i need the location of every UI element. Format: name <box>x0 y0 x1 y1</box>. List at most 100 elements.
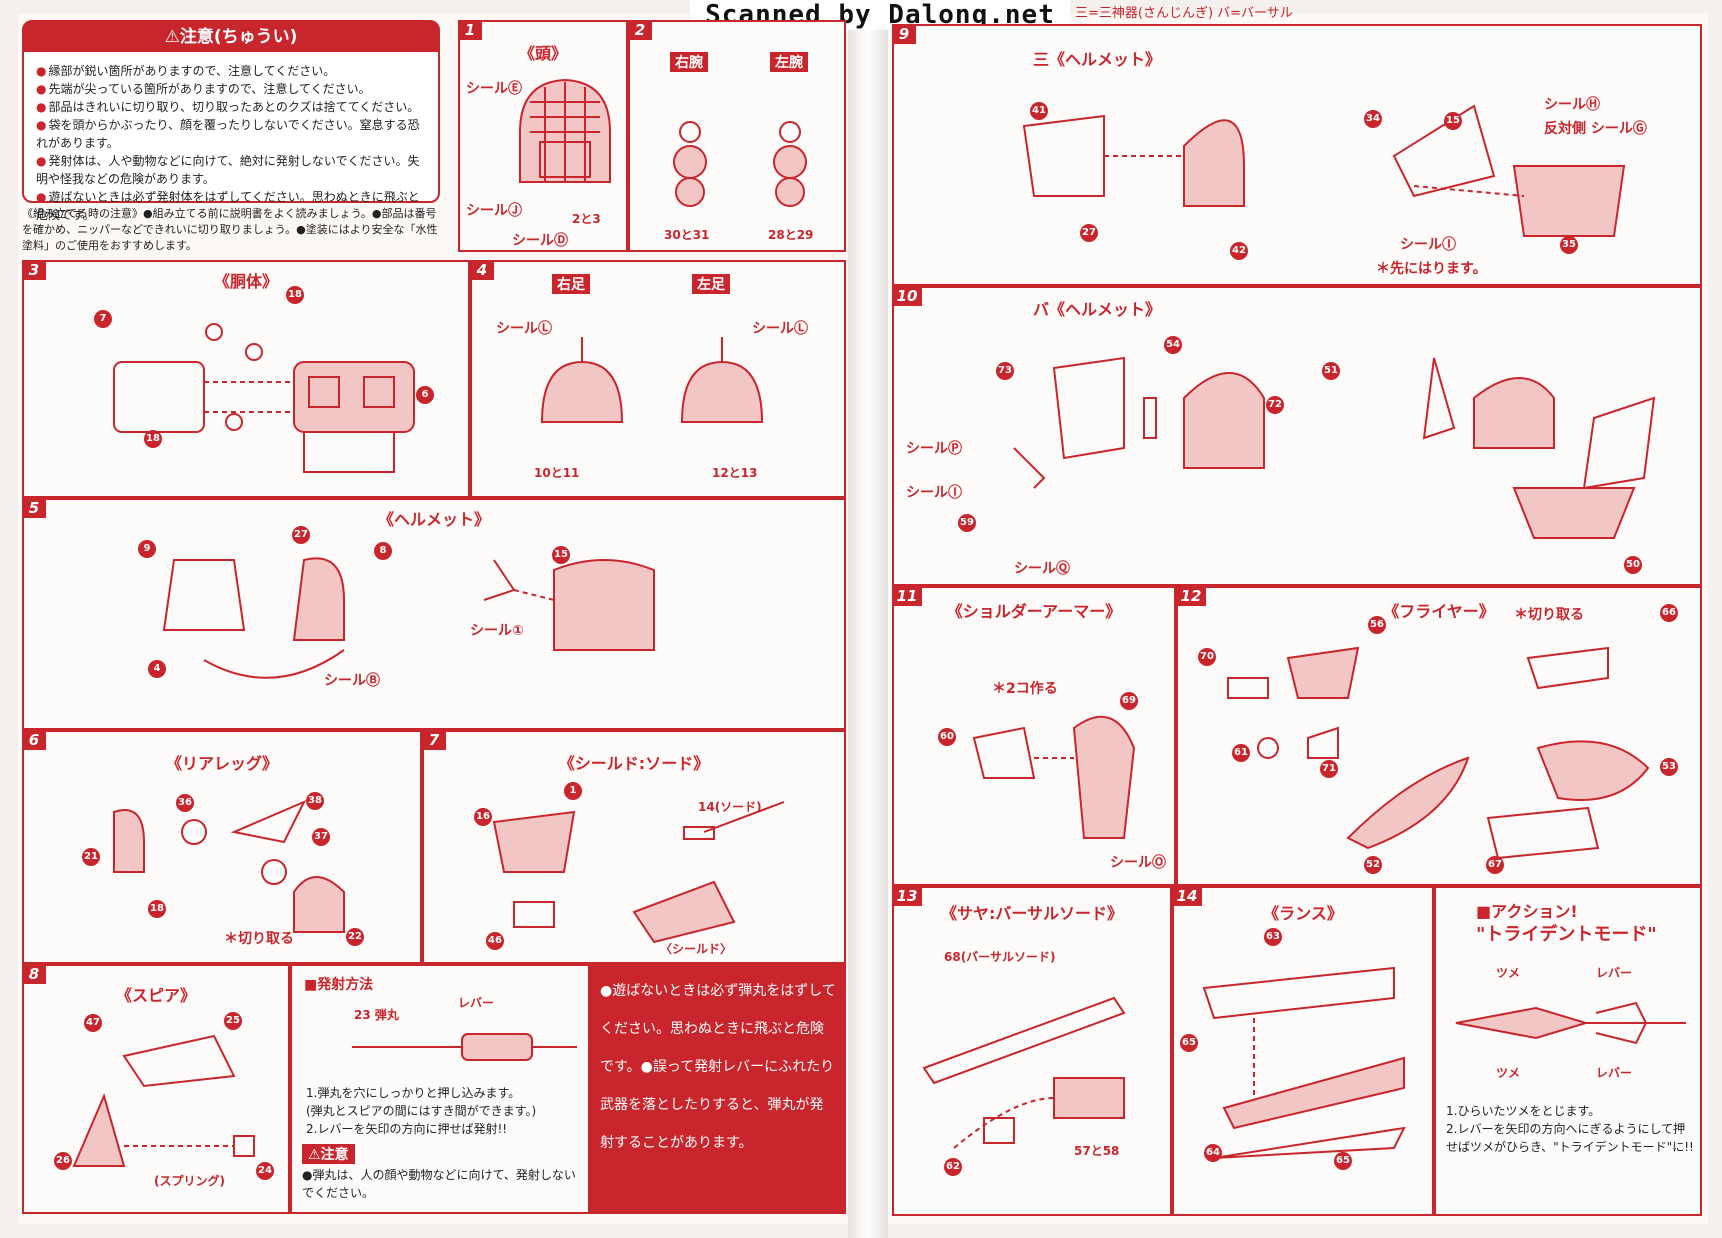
lever-label: レバー <box>1596 966 1633 980</box>
part-36: 36 <box>176 794 194 812</box>
part-27: 27 <box>1080 224 1098 242</box>
left-arm-label: 左腕 <box>770 52 814 72</box>
action-title: ■アクション! <box>1476 902 1578 921</box>
step-number: 3 <box>22 260 46 280</box>
part-18: 18 <box>286 286 304 304</box>
part-62: 62 <box>944 1158 962 1176</box>
step-title: バ《ヘルメット》 <box>1032 300 1161 319</box>
step-3-panel: 3 《胴体》 7 18 18 6 <box>22 260 470 498</box>
part-73: 73 <box>996 362 1014 380</box>
part-15: 15 <box>552 546 570 564</box>
part-65: 65 <box>1334 1152 1352 1170</box>
seal-e-label: シールⒺ <box>466 81 522 97</box>
launch-caution-text: ●弾丸は、人の顔や動物などに向けて、発射しないでください。 <box>302 1168 576 1200</box>
step-title: 《ランス》 <box>1263 904 1343 923</box>
step-4-panel: 4 右足 左足 シールⓁ シールⓁ 10と11 12と13 <box>470 260 846 498</box>
seal-g-label: 反対側 シールⒼ <box>1544 121 1647 137</box>
part-69: 69 <box>1120 692 1138 710</box>
caution-item: 先端が尖っている箇所がありますので、注意してください。 <box>36 80 428 98</box>
part-65: 65 <box>1180 1034 1198 1052</box>
seal-i-label: シールⒾ <box>906 485 962 501</box>
launch-title: ■発射方法 <box>304 977 374 993</box>
part-70: 70 <box>1198 648 1216 666</box>
caution-title: ⚠注意(ちゅうい) <box>24 22 438 52</box>
action-steps: 1.ひらいたツメをとじます。 2.レバーを矢印の方向へにぎるようにして押せばツメ… <box>1446 1102 1696 1156</box>
header-legend: 三=三神器(さんじんぎ) バ=バーサル <box>1075 6 1293 21</box>
shield-sword-illustration <box>492 801 785 944</box>
seal-1-label: シール① <box>470 623 524 639</box>
right-leg-text: 右足 <box>552 274 590 294</box>
right-arm-parts: 30と31 <box>664 228 710 242</box>
step-12-panel: 12 《フライヤー》 ＊切り取る 70 56 61 71 66 53 52 67 <box>1176 586 1702 886</box>
assembly-notes: 《組み立てる時の注意》●組み立てる前に説明書をよく読みましょう。●部品は番号を確… <box>22 207 438 252</box>
right-leg-label: 右足 <box>552 274 596 294</box>
sheath-illustration <box>922 996 1126 1149</box>
part-16: 16 <box>474 808 492 826</box>
step-7-panel: 7 《シールド:ソード》 1 16 46 14(ソード) 〈シールド〉 <box>422 730 846 964</box>
launch-step: (弾丸とスピアの間にはすき間ができます。) <box>306 1104 537 1118</box>
part-35: 35 <box>1560 236 1578 254</box>
bullet-label: 23 弾丸 <box>354 1008 399 1022</box>
part-51: 51 <box>1322 362 1340 380</box>
part-22: 22 <box>346 928 364 946</box>
step-number: 10 <box>892 286 922 306</box>
sanjingi-helmet-illustration <box>1022 104 1626 237</box>
step-title: 《ヘルメット》 <box>377 510 490 529</box>
left-leg-text: 左足 <box>692 274 730 294</box>
step-number: 2 <box>628 20 652 40</box>
part-26: 26 <box>54 1152 72 1170</box>
part-71: 71 <box>1320 760 1338 778</box>
step-title: 《ショルダーアーマー》 <box>946 602 1122 621</box>
step-1-panel: 1 《頭》 シールⒺ シールⒿ シールⒹ 2と3 <box>458 20 628 252</box>
action-panel: ■アクション! "トライデントモード" ツメ レバー ツメ レバー 1.ひらいた… <box>1434 886 1702 1216</box>
step-title: 三《ヘルメット》 <box>1032 50 1161 69</box>
caution-item: 遊ばないときは必ず発射体をはずしてください。思わぬときに飛ぶと危険です。 <box>36 188 428 224</box>
step-8-panel: 8 《スピア》 47 25 26 24 (スプリング) <box>22 964 290 1214</box>
right-arm-text: 右腕 <box>670 52 708 72</box>
step-6-panel: 6 《リアレッグ》 36 38 37 21 18 22 ＊切り取る <box>22 730 422 964</box>
flyer-illustration <box>1227 646 1650 860</box>
rear-leg-illustration <box>113 800 345 933</box>
spear-illustration <box>72 1034 255 1167</box>
parts-label: 2と3 <box>572 212 601 226</box>
launch-caution-title: ⚠注意 <box>302 1144 355 1164</box>
launch-steps: 1.弾丸を穴にしっかりと押し込みます。 (弾丸とスピアの間にはすき間ができます。… <box>306 1084 586 1138</box>
seal-h-label: シールⒽ <box>1544 97 1600 113</box>
seal-l-label: シールⓁ <box>752 321 808 337</box>
lance-illustration <box>1202 966 1406 1159</box>
caution-item: 部品はきれいに切り取り、切り取ったあとのクズは捨ててください。 <box>36 98 428 116</box>
versal-helmet-illustration <box>1013 356 1656 539</box>
caution-box: ⚠注意(ちゅうい) 縁部が鋭い箇所がありますので、注意してください。 先端が尖っ… <box>22 20 440 222</box>
launcher-illustration <box>352 1033 577 1061</box>
part-25: 25 <box>224 1012 242 1030</box>
part-27: 27 <box>292 526 310 544</box>
claw-label: ツメ <box>1496 1066 1521 1080</box>
part-15: 15 <box>1444 112 1462 130</box>
part-7: 7 <box>94 310 112 328</box>
page-gutter <box>848 0 888 1238</box>
part-60: 60 <box>938 728 956 746</box>
part-34: 34 <box>1364 110 1382 128</box>
launch-step: 2.レバーを矢印の方向に押せば発射!! <box>306 1122 508 1136</box>
left-leg-label: 左足 <box>692 274 736 294</box>
part-52: 52 <box>1364 856 1382 874</box>
action-step: 2.レバーを矢印の方向へにぎるようにして押せばツメがひらき、"トライデントモード… <box>1446 1122 1694 1154</box>
step-number: 4 <box>470 260 494 280</box>
caution-item: 袋を頭からかぶったり、顔を覆ったりしないでください。窒息する恐れがあります。 <box>36 116 428 152</box>
seal-d-label: シールⒹ <box>512 233 568 249</box>
head-illustration <box>519 78 611 183</box>
seal-l-label: シールⓁ <box>496 321 552 337</box>
spring-label: (スプリング) <box>154 1174 225 1188</box>
part-63: 63 <box>1264 928 1282 946</box>
step-title: 《シールド:ソード》 <box>558 754 710 773</box>
lever-label: レバー <box>1596 1066 1633 1080</box>
part-50: 50 <box>1624 556 1642 574</box>
part-59: 59 <box>958 514 976 532</box>
part-4: 4 <box>148 660 166 678</box>
left-arm-text: 左腕 <box>770 52 808 72</box>
helmet-illustration <box>162 557 655 679</box>
part-37: 37 <box>312 828 330 846</box>
step-number: 14 <box>1172 886 1202 906</box>
step-title: 《リアレッグ》 <box>165 754 278 773</box>
part-64: 64 <box>1204 1144 1222 1162</box>
